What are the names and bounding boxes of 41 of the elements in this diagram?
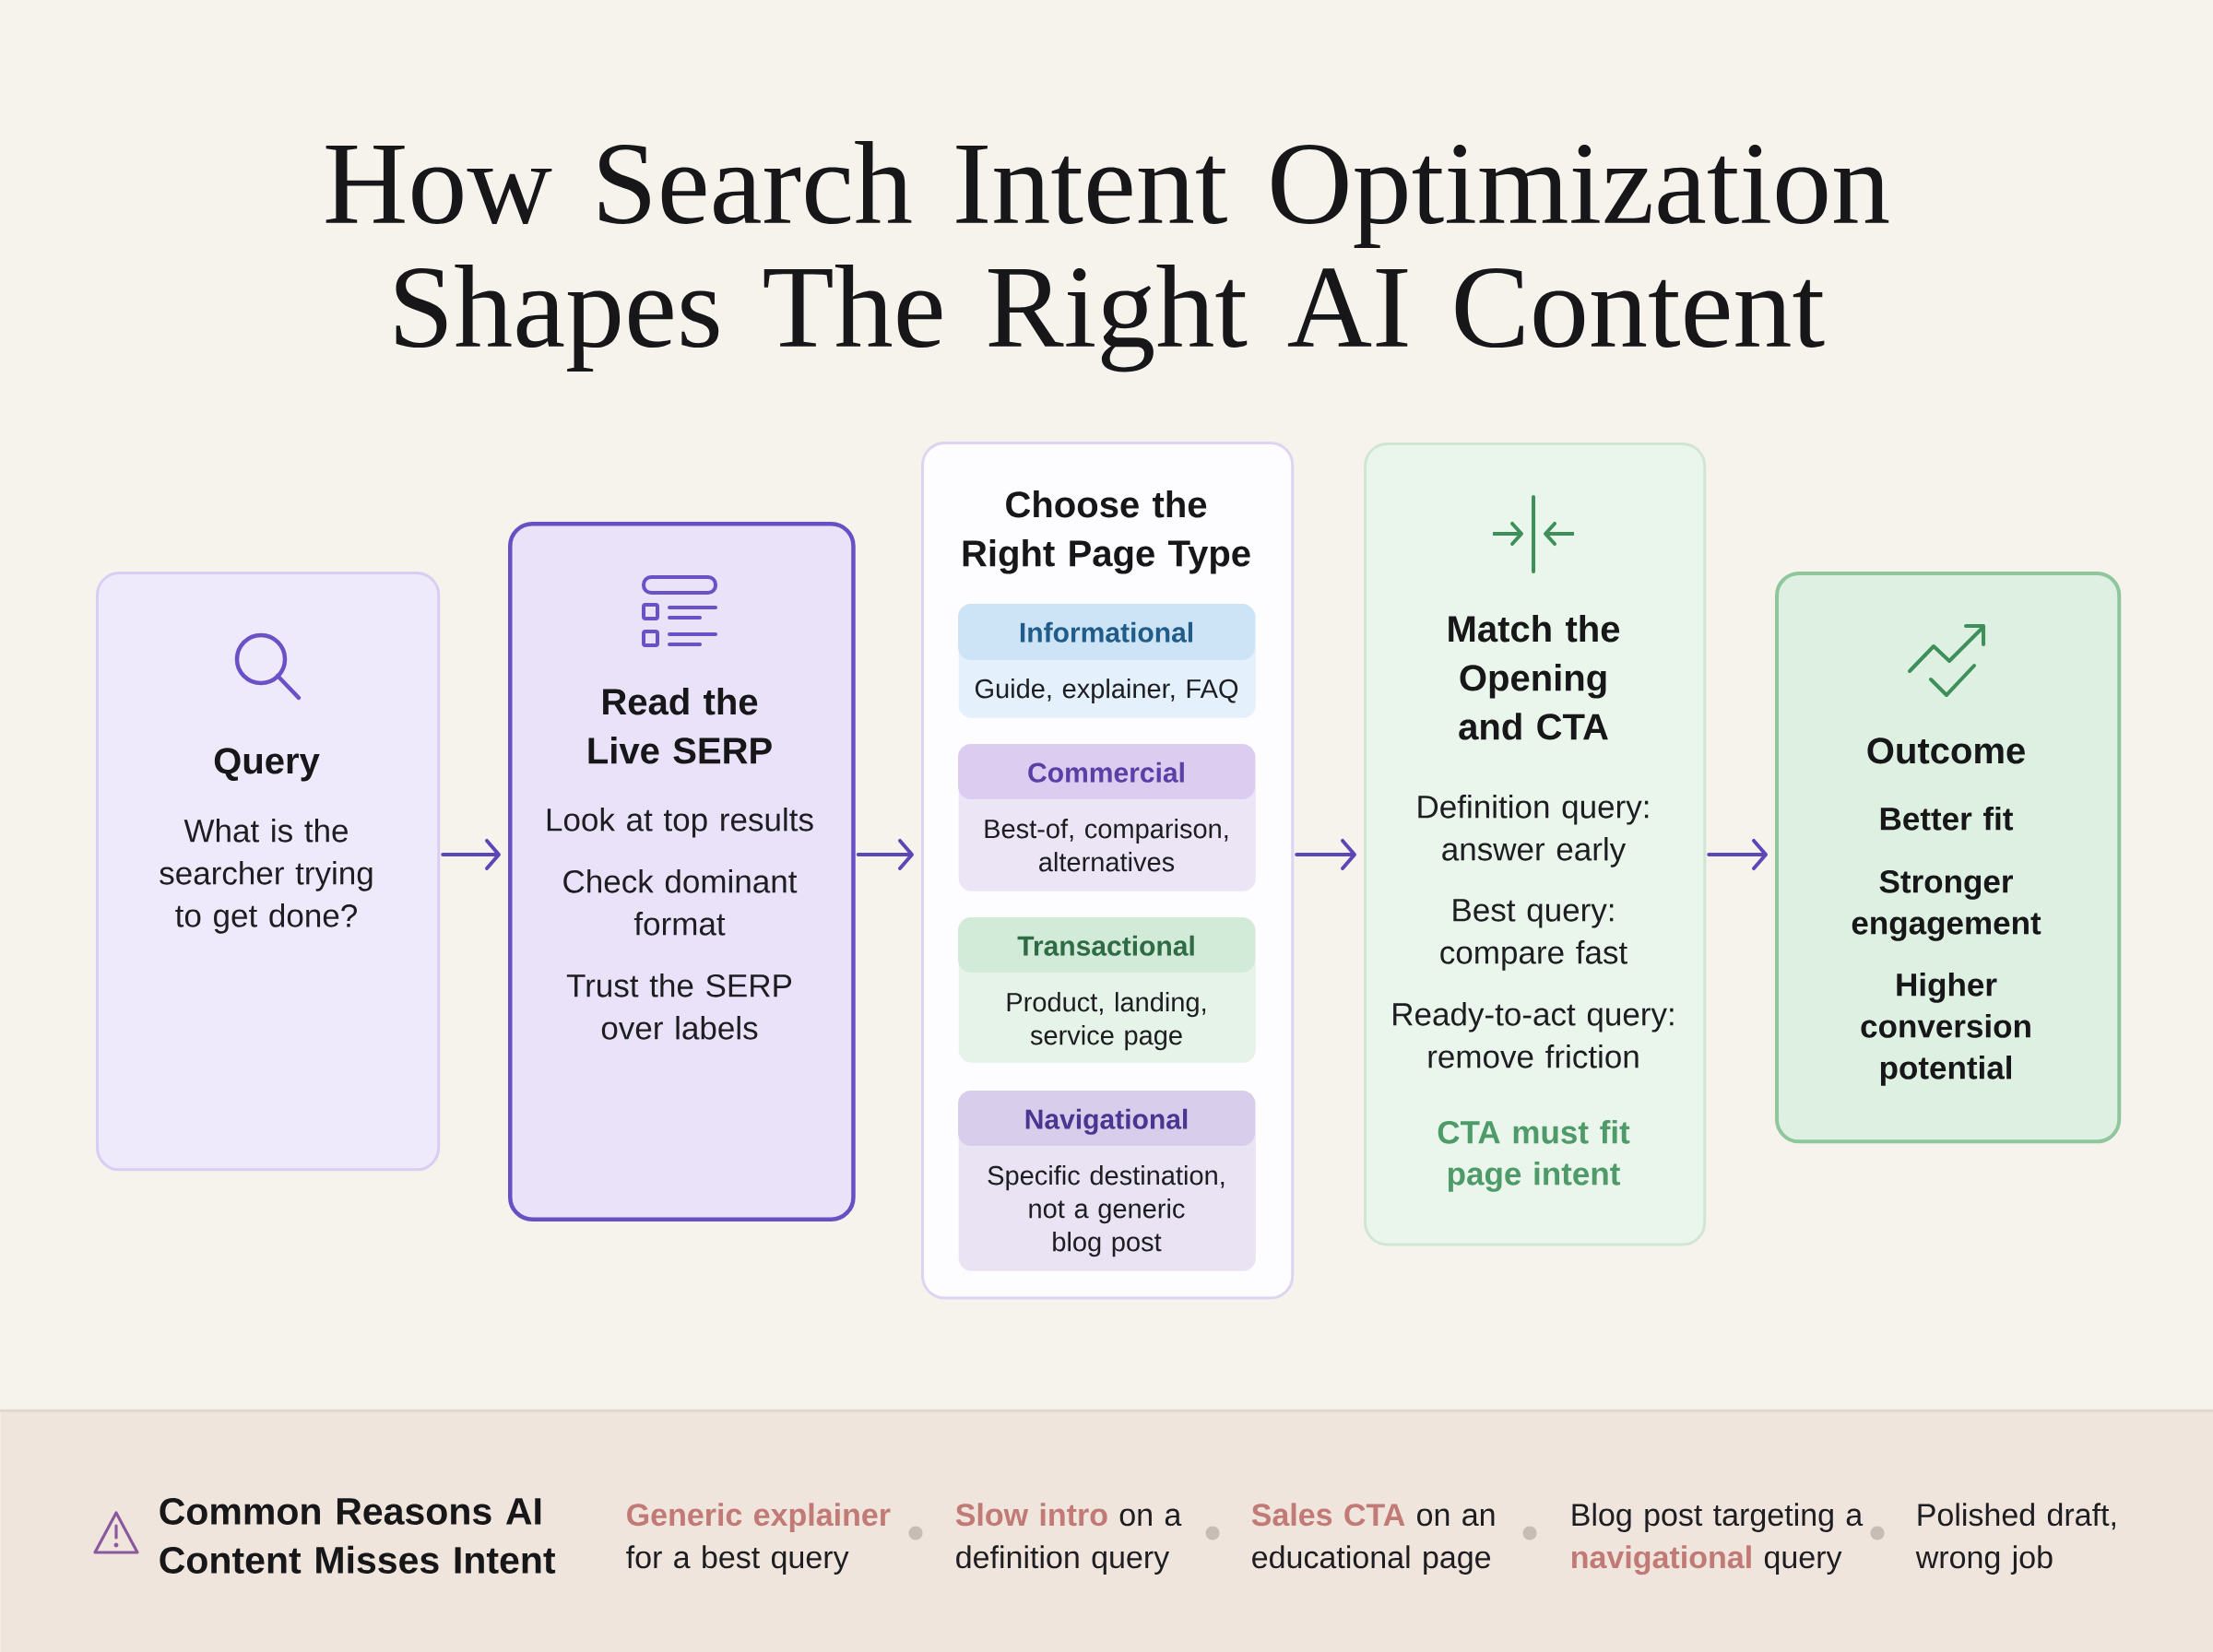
footer-band <box>0 1409 2213 1652</box>
card-text: Higher conversion potential <box>1861 972 2030 1086</box>
step-card <box>1775 572 2122 1144</box>
card-text: Trust the SERP over labels <box>566 973 792 1040</box>
card-text: Guide, explainer, FAQ <box>975 678 1238 704</box>
card-heading: Choose the Right Page Type <box>963 490 1250 574</box>
card-text: Ready-to-act query: remove friction <box>1393 1001 1674 1068</box>
card-text: CTA must fit page intent <box>1438 1119 1630 1192</box>
card-text: Look at top results <box>547 807 813 838</box>
band-heading: Common Reasons AI Content Misses Intent <box>160 1497 556 1574</box>
card-text: Stronger engagement <box>1852 869 2041 941</box>
category-label: Commercial <box>1028 761 1184 783</box>
step-card <box>508 522 856 1221</box>
arrow <box>1295 839 1356 870</box>
category-label: Navigational <box>1025 1108 1188 1135</box>
note-text: Slow intro on a definition query <box>955 1503 1182 1575</box>
card-text: What is the searcher trying to get done? <box>160 818 373 934</box>
card-heading: Match the Opening and CTA <box>1449 615 1620 740</box>
note-text: Sales CTA on an educational page <box>1251 1503 1495 1575</box>
card-text: Specific destination, not a generic blog post <box>988 1165 1225 1257</box>
category-card <box>958 1091 1256 1271</box>
category-label: Informational <box>1020 621 1192 643</box>
card-text: Definition query: answer early <box>1418 794 1649 867</box>
note-text: Generic explainer for a best query <box>626 1503 891 1575</box>
card-heading: Outcome <box>1867 738 2025 764</box>
card-text: Check dominant format <box>563 868 798 936</box>
step-card <box>1364 442 1707 1246</box>
card-text: Best query: compare fast <box>1440 899 1627 971</box>
category-card <box>958 744 1256 891</box>
card-heading: Read the Live SERP <box>588 688 772 764</box>
note-text: Polished draft, wrong job <box>1915 1503 2115 1575</box>
card-heading: Query <box>214 748 320 782</box>
card-text: Product, landing, service page <box>1007 992 1206 1051</box>
category-card <box>958 917 1256 1063</box>
category-label: Transactional <box>1017 935 1194 956</box>
title: How Search Intent Optimization Shapes The Right AI Content <box>325 140 1889 372</box>
note-text: Blog post targeting a navigational query <box>1572 1503 1864 1575</box>
card-text: Best-of, comparison, alternatives <box>985 819 1228 872</box>
category-card <box>958 604 1256 718</box>
card-text: Better fit <box>1880 806 2014 831</box>
step-card <box>96 572 441 1172</box>
